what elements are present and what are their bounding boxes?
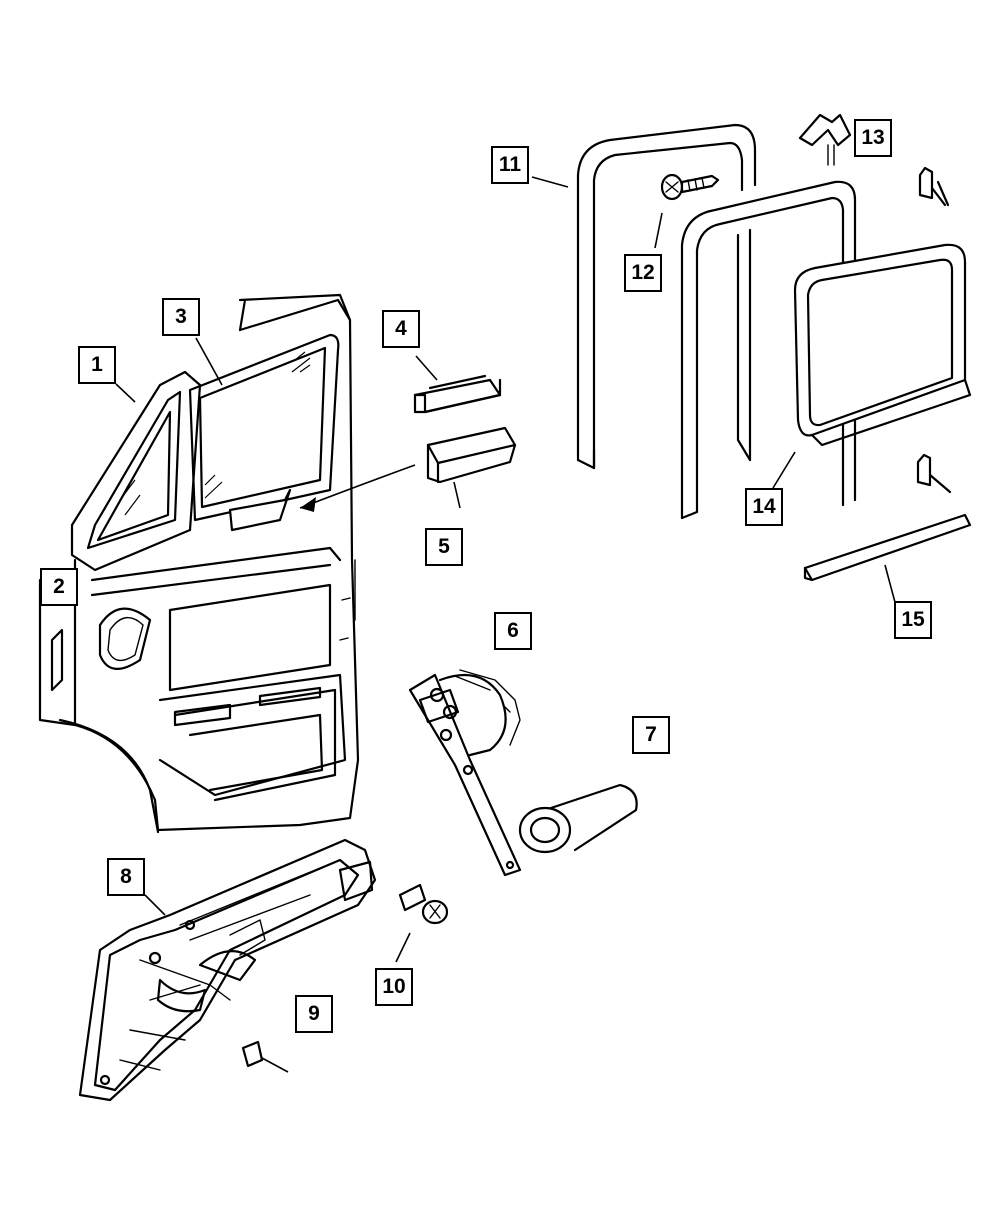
callout-14: 14	[745, 488, 783, 526]
vent-window-part	[70, 370, 202, 572]
inner-panel-part	[78, 838, 377, 1102]
door-glass-part	[188, 293, 352, 532]
channel-parts	[299, 374, 517, 512]
handle-part	[518, 783, 638, 854]
callout-11: 11	[491, 146, 529, 184]
callout-8: 8	[107, 858, 145, 896]
callout-10: 10	[375, 968, 413, 1006]
seal-part	[680, 180, 972, 520]
callout-6: 6	[494, 612, 532, 650]
callout-9: 9	[295, 995, 333, 1033]
callout-3: 3	[162, 298, 200, 336]
callout-1: 1	[78, 346, 116, 384]
door-shell-part	[38, 298, 360, 834]
callout-12: 12	[624, 254, 662, 292]
run-channel-part	[576, 123, 757, 470]
fastener-parts	[241, 883, 449, 1073]
callout-15: 15	[894, 601, 932, 639]
belt-strip-part	[803, 453, 972, 582]
callout-4: 4	[382, 310, 420, 348]
callout-2: 2	[40, 568, 78, 606]
screw-part	[660, 173, 720, 201]
leader-lines	[115, 176, 897, 963]
clip-part	[798, 113, 950, 207]
callout-5: 5	[425, 528, 463, 566]
callout-13: 13	[854, 119, 892, 157]
callout-7: 7	[632, 716, 670, 754]
regulator-part	[408, 669, 522, 877]
